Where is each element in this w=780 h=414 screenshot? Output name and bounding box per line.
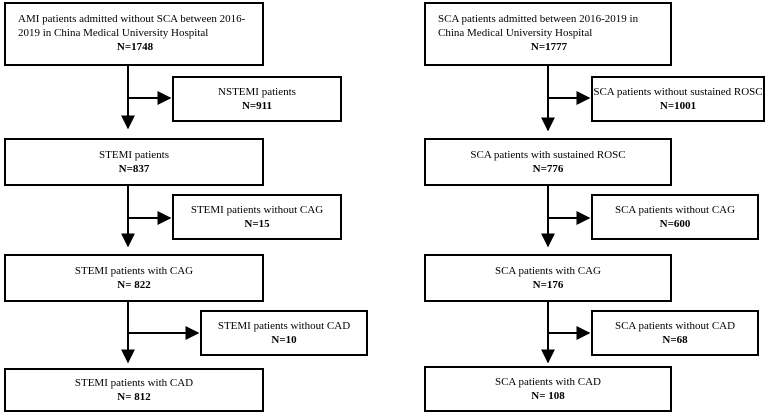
left-step-box-1: STEMI patients N=837 (4, 138, 264, 186)
left-step-box-2: STEMI patients with CAG N= 822 (4, 254, 264, 302)
right-excl1-count: N=1001 (659, 100, 697, 112)
right-excl2-text: SCA patients without CAG (614, 204, 736, 216)
right-start-box: SCA patients admitted between 2016-2019 … (424, 2, 672, 66)
left-start-box: AMI patients admitted without SCA betwee… (4, 2, 264, 66)
right-step2-count: N=176 (532, 279, 564, 291)
left-final-count: N= 812 (117, 391, 151, 403)
right-excl2-count: N=600 (659, 218, 691, 230)
left-step1-count: N=837 (118, 163, 150, 175)
left-excl1-text: NSTEMI patients (218, 86, 296, 98)
left-excl2-count: N=15 (244, 218, 270, 230)
left-exclusion-box-3: STEMI patients without CAD N=10 (200, 310, 368, 356)
right-final-count: N= 108 (531, 390, 565, 402)
right-exclusion-box-2: SCA patients without CAG N=600 (591, 194, 759, 240)
right-excl1-text: SCA patients without sustained ROSC (593, 86, 763, 98)
left-excl3-count: N=10 (271, 334, 297, 346)
left-final-box: STEMI patients with CAD N= 812 (4, 368, 264, 412)
right-step-box-1: SCA patients with sustained ROSC N=776 (424, 138, 672, 186)
right-step1-count: N=776 (532, 163, 564, 175)
left-excl3-text: STEMI patients without CAD (217, 320, 351, 332)
left-exclusion-box-1: NSTEMI patients N=911 (172, 76, 342, 122)
left-step2-count: N= 822 (117, 279, 151, 291)
left-step1-text: STEMI patients (99, 149, 169, 161)
right-step2-text: SCA patients with CAG (494, 265, 602, 277)
left-exclusion-box-2: STEMI patients without CAG N=15 (172, 194, 342, 240)
right-excl3-text: SCA patients without CAD (614, 320, 736, 332)
right-final-text: SCA patients with CAD (494, 376, 602, 388)
left-start-text: AMI patients admitted without SCA betwee… (18, 13, 246, 39)
right-start-count: N=1777 (530, 41, 568, 53)
left-excl2-text: STEMI patients without CAG (190, 204, 324, 216)
right-exclusion-box-1: SCA patients without sustained ROSC N=10… (591, 76, 765, 122)
right-exclusion-box-3: SCA patients without CAD N=68 (591, 310, 759, 356)
right-step-box-2: SCA patients with CAG N=176 (424, 254, 672, 302)
left-step2-text: STEMI patients with CAG (74, 265, 194, 277)
left-start-count: N=1748 (116, 41, 154, 53)
left-excl1-count: N=911 (241, 100, 273, 112)
right-step1-text: SCA patients with sustained ROSC (470, 149, 626, 161)
right-excl3-count: N=68 (662, 334, 688, 346)
right-final-box: SCA patients with CAD N= 108 (424, 366, 672, 412)
right-start-text: SCA patients admitted between 2016-2019 … (438, 13, 639, 39)
left-final-text: STEMI patients with CAD (74, 377, 194, 389)
